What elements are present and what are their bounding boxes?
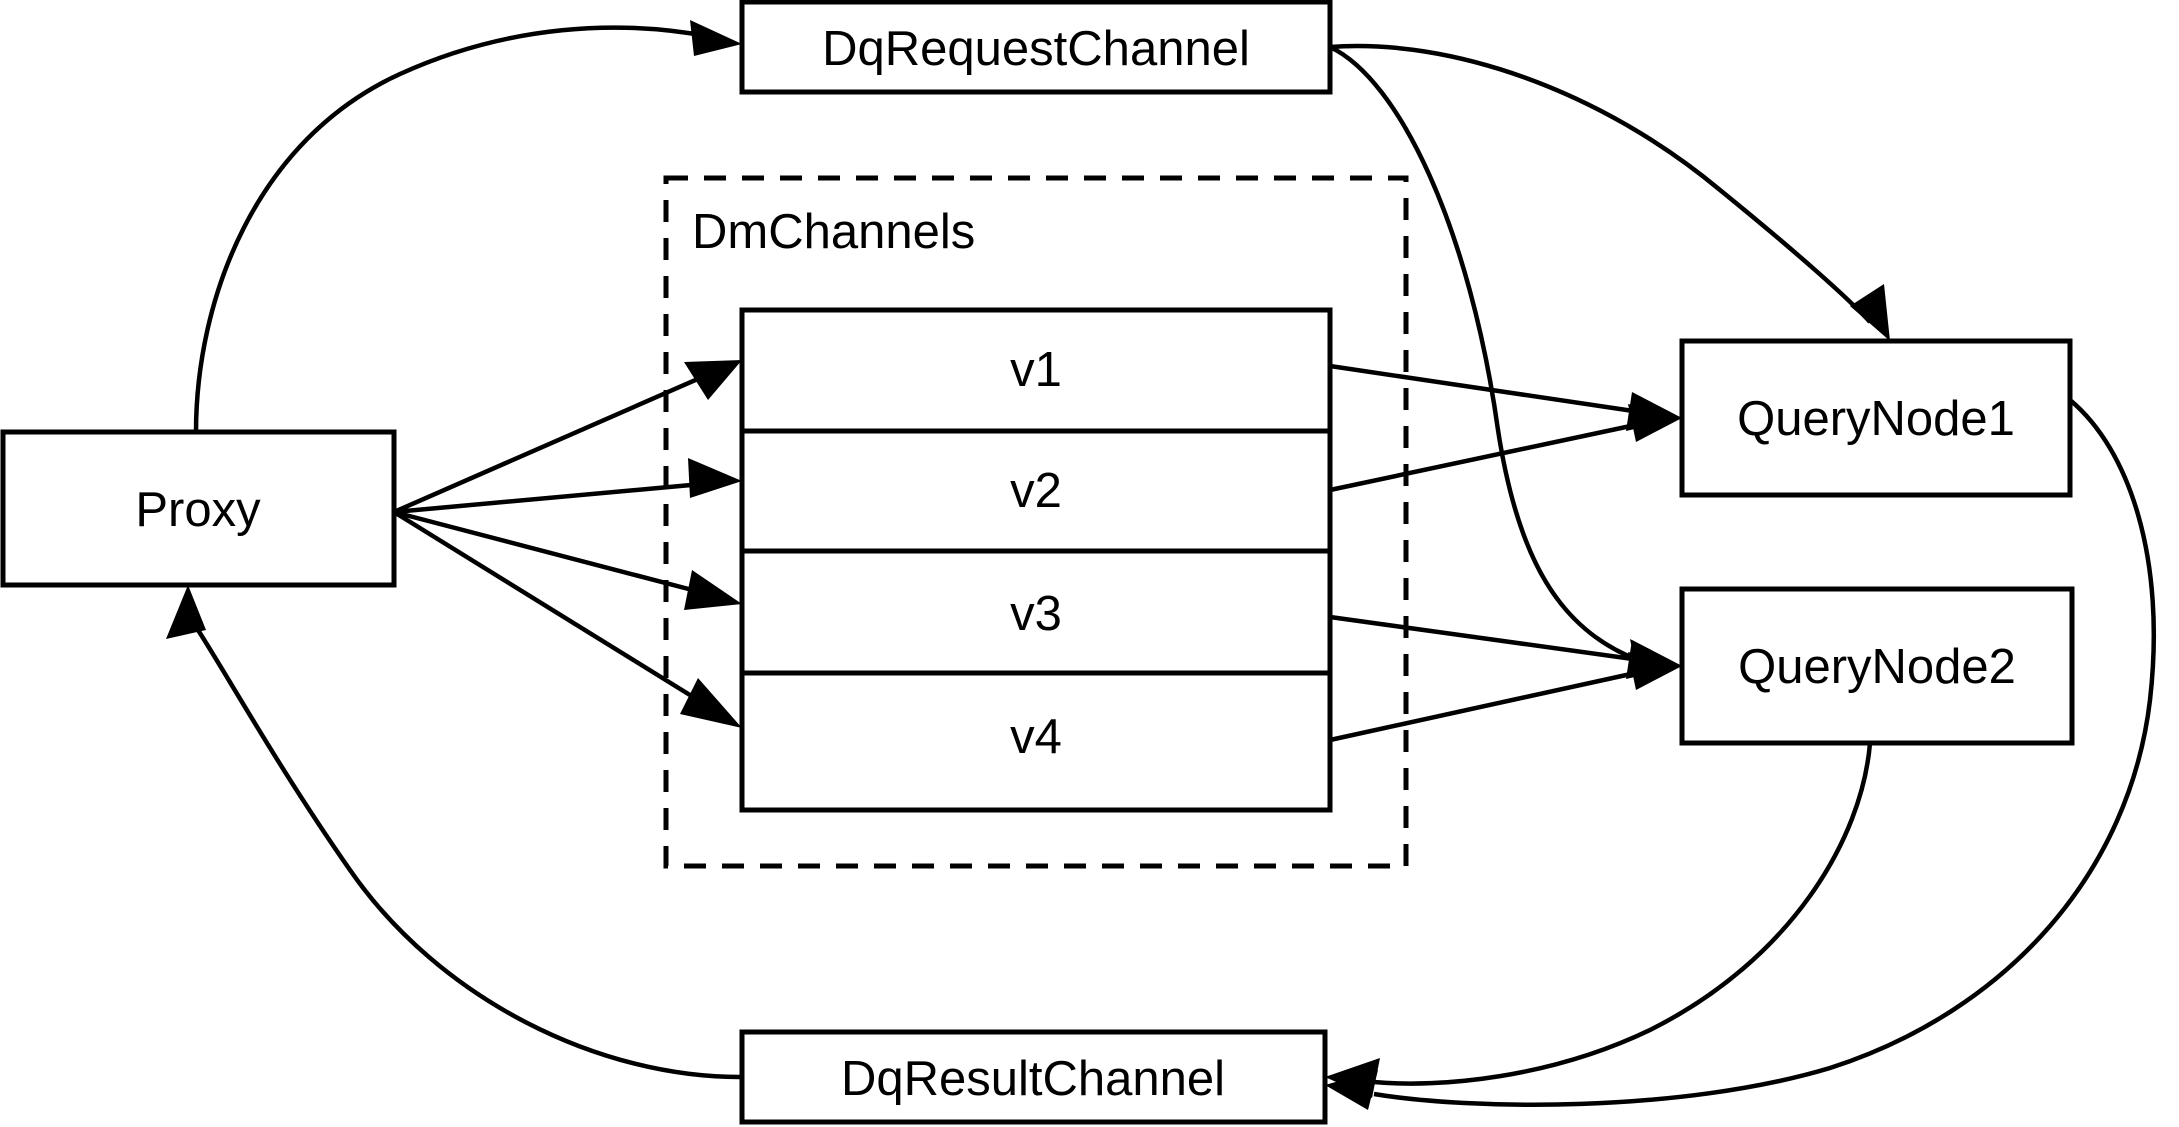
dmchannels-group: DmChannels [663, 175, 1409, 869]
edge-v2-to-querynode1 [1329, 404, 1682, 493]
dq-result-channel-box [739, 1029, 1328, 1125]
edge-v3-to-querynode2 [1329, 614, 1682, 679]
edge-proxy-to-v4 [392, 510, 742, 728]
query-node-1-label: QueryNode1 [1737, 392, 2015, 446]
edge-dqrequestchannel-to-querynode1 [1329, 43, 1890, 341]
query-node-2-label: QueryNode2 [1738, 640, 2016, 694]
dmchannels-table-border [739, 307, 1333, 813]
edge-proxy-to-dqrequestchannel [193, 20, 742, 433]
dmchannels-label: DmChannels [692, 205, 975, 259]
edge-dqresultchannel-to-proxy [166, 585, 743, 1080]
node-proxy[interactable]: Proxy [0, 429, 397, 588]
query-node-1-box [1679, 338, 2073, 498]
node-dq-result-channel[interactable]: DqResultChannel [739, 1029, 1328, 1125]
dmchannel-row-v1[interactable]: v1 [1010, 343, 1062, 397]
dq-request-channel-label: DqRequestChannel [822, 22, 1250, 76]
edge-proxy-to-v1 [393, 360, 742, 515]
dq-result-channel-label: DqResultChannel [841, 1052, 1225, 1106]
edge-querynode1-to-dqresultchannel [1325, 398, 2157, 1110]
node-query-node-1[interactable]: QueryNode1 [1679, 338, 2073, 498]
dmchannels-table[interactable]: v1 v2 v3 v4 [739, 307, 1333, 813]
proxy-label: Proxy [135, 483, 261, 537]
dmchannels-dashed-border [663, 175, 1409, 869]
edge-proxy-to-v3 [393, 509, 742, 610]
dq-request-channel-box [739, 0, 1333, 95]
proxy-box [0, 429, 397, 588]
edge-proxy-to-v2 [393, 458, 742, 515]
dmchannel-row-v2[interactable]: v2 [1010, 464, 1062, 518]
query-node-2-box [1679, 586, 2075, 746]
dmchannel-row-v3[interactable]: v3 [1010, 587, 1062, 641]
dmchannel-row-v4[interactable]: v4 [1010, 710, 1062, 764]
edge-v1-to-querynode1 [1329, 363, 1682, 431]
edge-dqrequestchannel-to-querynode2 [1329, 44, 1682, 678]
node-query-node-2[interactable]: QueryNode2 [1679, 586, 2075, 746]
edge-v4-to-querynode2 [1329, 652, 1682, 743]
node-dq-request-channel[interactable]: DqRequestChannel [739, 0, 1333, 95]
edge-querynode2-to-dqresultchannel [1325, 742, 1873, 1098]
